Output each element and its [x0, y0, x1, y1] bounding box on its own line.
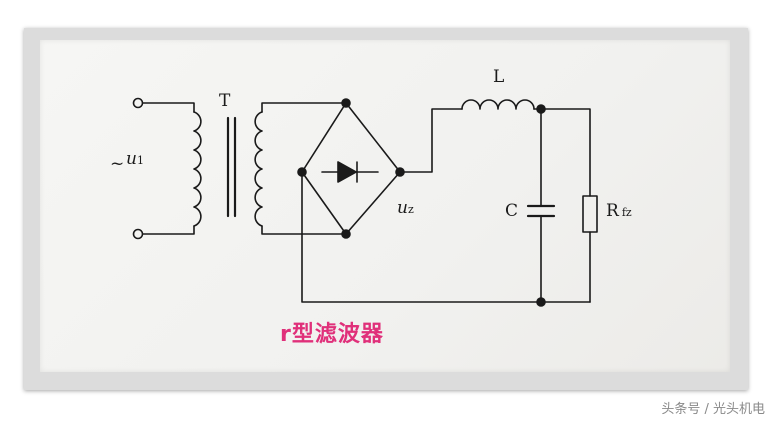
input-terminal-top: [132, 97, 144, 109]
node-return: [536, 297, 546, 307]
inductor-coil: [461, 99, 535, 110]
input-lead-bottom: [142, 225, 195, 235]
secondary-winding: [254, 111, 263, 227]
primary-winding: [193, 111, 202, 227]
wire-to-inductor: [399, 108, 463, 173]
wire-return: [301, 171, 591, 303]
secondary-lead-bottom: [261, 225, 347, 235]
diode-icon: [337, 161, 357, 183]
load-resistor: [582, 195, 598, 233]
input-voltage-label: u1: [126, 149, 144, 169]
capacitor-label: C: [505, 201, 519, 221]
node-bridge-bottom: [341, 229, 351, 239]
caption-title: r型滤波器: [280, 322, 384, 347]
wire-after-inductor: [533, 108, 591, 197]
transformer-label: T: [219, 91, 231, 111]
input-lead-top: [142, 102, 195, 113]
input-ac-symbol: ~: [110, 154, 125, 174]
input-terminal-bottom: [132, 228, 144, 240]
output-voltage-label: uz: [397, 198, 414, 218]
secondary-lead-top: [261, 102, 347, 113]
watermark: 头条号 / 光头机电: [661, 402, 765, 417]
inductor-label: L: [493, 67, 505, 87]
node-bridge-top: [341, 98, 351, 108]
paper-background: [40, 40, 730, 372]
